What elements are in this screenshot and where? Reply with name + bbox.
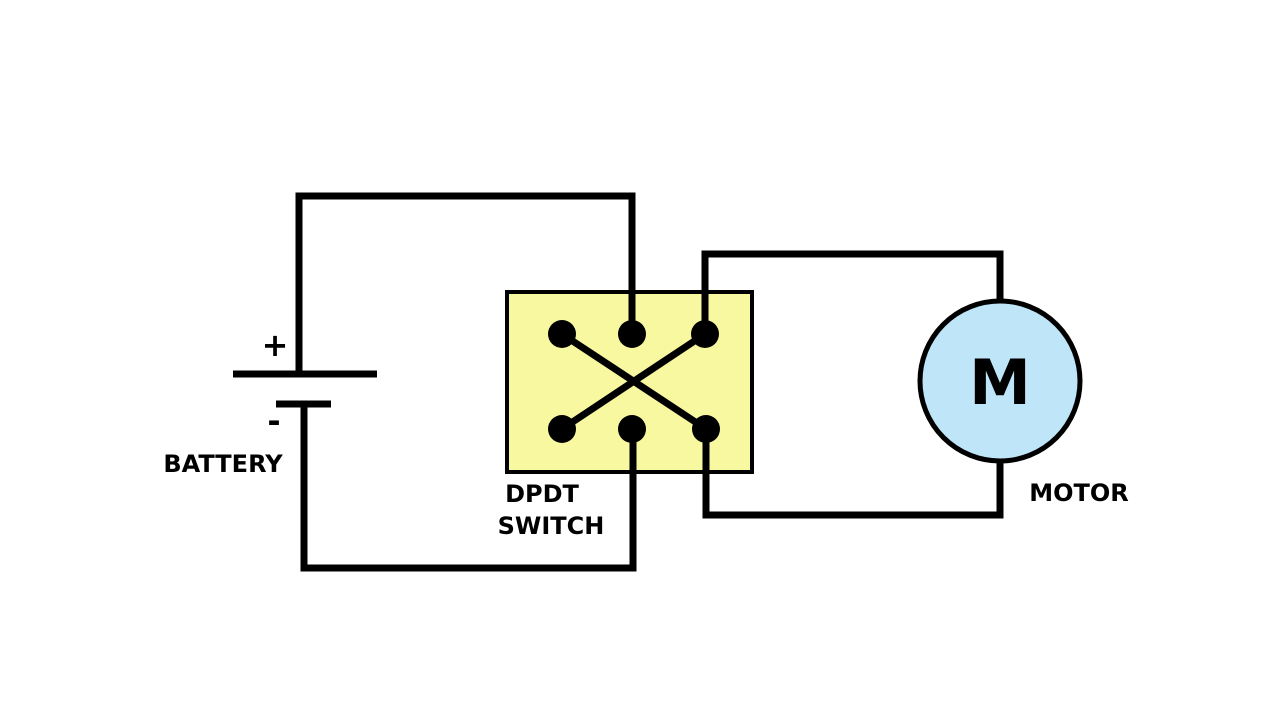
switch-terminal-bottom-right [692,415,720,443]
switch-terminal-bottom-middle [618,415,646,443]
switch-terminal-top-right [691,320,719,348]
wire-motor-top [701,250,1004,338]
switch-terminal-top-middle [618,320,646,348]
switch-label-line2: SWITCH [498,512,605,540]
battery-plus-sign: + [262,326,289,364]
motor-symbol [917,298,1083,464]
switch-terminal-bottom-left [548,415,576,443]
battery-label: BATTERY [163,450,283,478]
wire-battery-negative [300,400,637,572]
motor-letter: M [969,346,1031,419]
cross-link-bottom-left-to-top-right [558,330,709,433]
switch-label-line1: DPDT [505,480,579,508]
switch-terminal-top-left [548,320,576,348]
motor-label: MOTOR [1029,479,1129,507]
wire-battery-positive [295,192,636,377]
battery-minus-sign: - [267,402,280,440]
wire-motor-bottom [702,425,1004,519]
